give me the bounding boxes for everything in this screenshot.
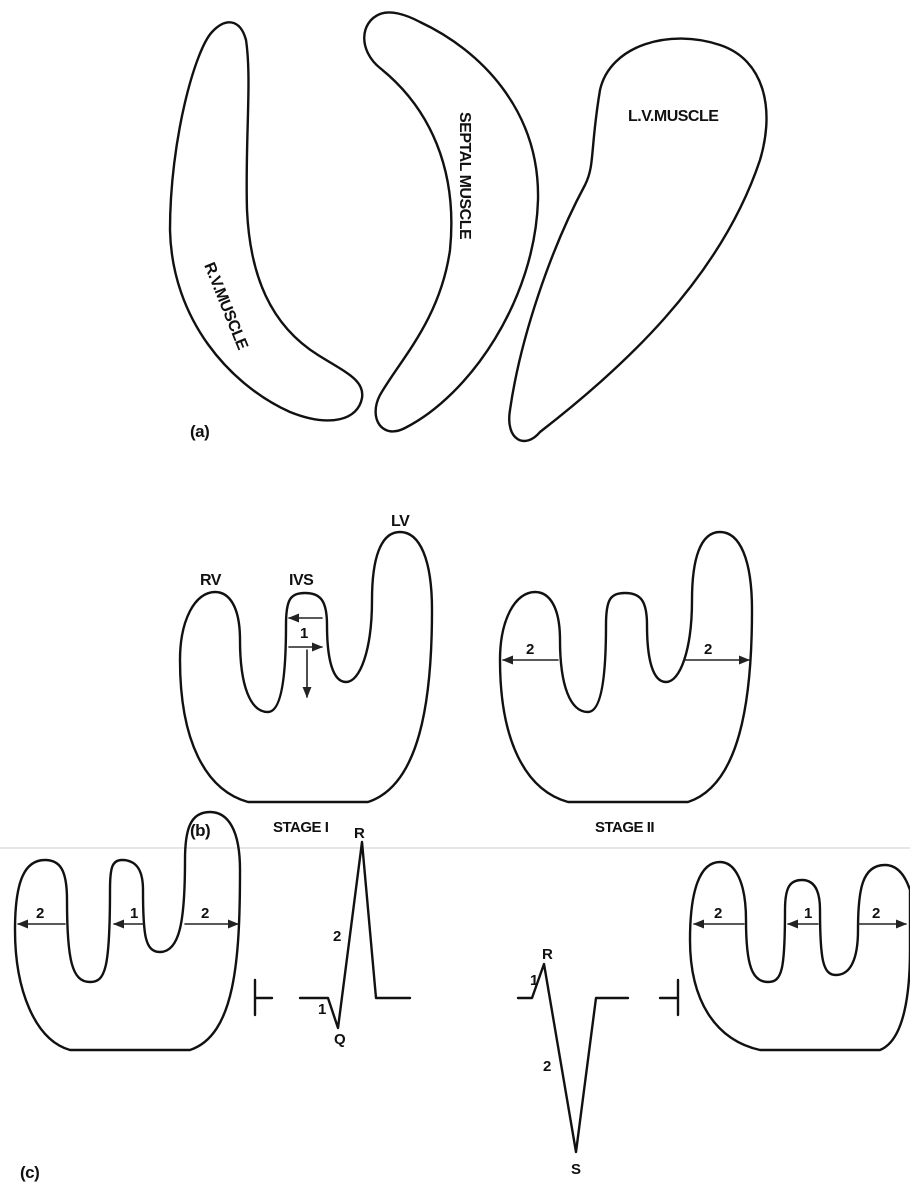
rv-muscle-label: R.V.MUSCLE — [200, 260, 251, 353]
septal-muscle-label: SEPTAL MUSCLE — [456, 112, 473, 240]
stage1-label: STAGE I — [273, 819, 329, 836]
stage2-heart-outline — [500, 532, 752, 802]
left-qrs-Q: Q — [334, 1031, 346, 1048]
right-qrs-seg1: 1 — [530, 972, 538, 989]
stage2-arrow-left-number: 2 — [526, 641, 534, 658]
stage2-arrow-right-number: 2 — [704, 641, 712, 658]
panel-a-tag: (a) — [190, 422, 209, 441]
panel-a: R.V.MUSCLE SEPTAL MUSCLE L.V.MUSCLE (a) — [170, 12, 767, 441]
left-heart-number-c: 2 — [201, 905, 209, 922]
left-qrs-trace — [300, 842, 410, 1028]
right-heart-outline — [690, 862, 910, 1050]
left-electrode — [255, 980, 272, 1015]
panel-c: 2 1 2 R Q 1 2 R S 1 2 2 1 2 (c) — [15, 812, 910, 1182]
panel-b-tag: (b) — [190, 821, 210, 840]
rv-muscle-shape — [170, 22, 362, 420]
ivs-arrow-number: 1 — [300, 625, 308, 642]
ivs-label: IVS — [289, 572, 314, 589]
right-heart-number-b: 1 — [804, 905, 812, 922]
right-heart-number-a: 2 — [714, 905, 722, 922]
right-qrs-S: S — [571, 1161, 581, 1178]
lv-muscle-shape — [509, 39, 766, 441]
panel-b: RV IVS LV 1 2 2 (b) STAGE I STAGE II — [180, 513, 752, 840]
left-qrs-seg2: 2 — [333, 928, 341, 945]
septal-muscle-shape — [364, 12, 538, 431]
rv-label: RV — [200, 572, 222, 589]
right-heart-number-c: 2 — [872, 905, 880, 922]
right-qrs-seg2: 2 — [543, 1058, 551, 1075]
panel-c-tag: (c) — [20, 1163, 39, 1182]
left-heart-number-a: 2 — [36, 905, 44, 922]
right-electrode — [660, 980, 678, 1015]
left-qrs-seg1: 1 — [318, 1001, 326, 1018]
right-qrs-trace — [518, 964, 628, 1152]
lv-muscle-label: L.V.MUSCLE — [628, 108, 719, 125]
left-qrs-R: R — [354, 825, 365, 842]
lv-label: LV — [391, 513, 410, 530]
right-qrs-R: R — [542, 946, 553, 963]
stage2-label: STAGE II — [595, 819, 654, 836]
left-heart-number-b: 1 — [130, 905, 138, 922]
